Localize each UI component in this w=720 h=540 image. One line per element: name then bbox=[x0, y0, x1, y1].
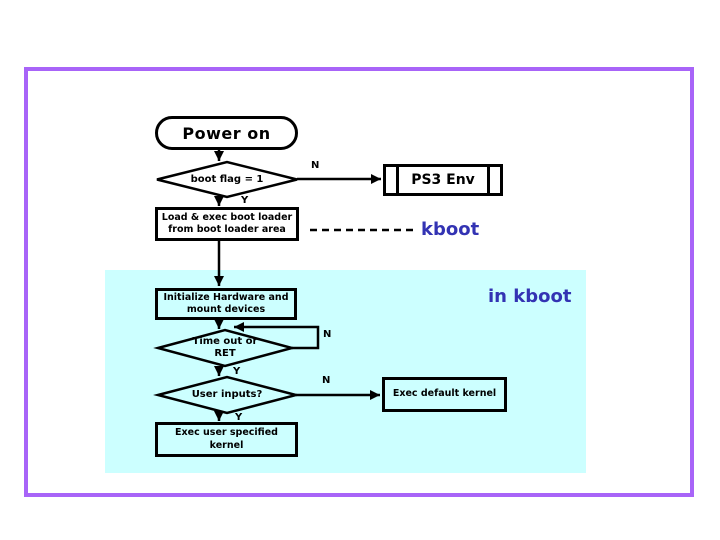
predef-left-bar bbox=[396, 167, 399, 193]
user-inputs-label: User inputs? bbox=[191, 389, 263, 400]
node-load-boot-loader: Load & exec boot loader from boot loader… bbox=[155, 207, 299, 241]
kboot-annotation: kboot bbox=[421, 219, 480, 240]
node-ps3-env: PS3 Env bbox=[383, 164, 503, 196]
branch-yes-bootflag: Y bbox=[241, 195, 249, 206]
branch-no-bootflag: N bbox=[311, 160, 320, 171]
power-on-label: Power on bbox=[182, 123, 271, 143]
branch-yes-timeout: Y bbox=[233, 366, 241, 377]
exec-default-label: Exec default kernel bbox=[392, 388, 497, 400]
boot-flag-label: boot flag = 1 bbox=[190, 173, 264, 185]
node-power-on: Power on bbox=[155, 116, 298, 150]
init-hw-line1: Initialize Hardware and bbox=[163, 291, 289, 303]
in-kboot-annotation: in kboot bbox=[488, 286, 572, 307]
node-init-hardware: Initialize Hardware and mount devices bbox=[155, 288, 297, 320]
predef-right-bar bbox=[487, 167, 490, 193]
timeout-label: Time out or RET bbox=[158, 330, 292, 366]
ps3-env-label: PS3 Env bbox=[411, 172, 475, 188]
branch-yes-userinputs: Y bbox=[235, 412, 243, 423]
in-kboot-region bbox=[105, 270, 586, 473]
branch-no-userinputs: N bbox=[322, 375, 331, 386]
node-exec-user-kernel: Exec user specified kernel bbox=[155, 422, 298, 457]
timeout-line1: Time out or bbox=[192, 336, 258, 347]
outer-frame bbox=[24, 67, 694, 497]
load-boot-line2: from boot loader area bbox=[168, 224, 286, 235]
load-boot-line1: Load & exec boot loader bbox=[161, 211, 293, 223]
node-exec-default-kernel: Exec default kernel bbox=[382, 377, 507, 412]
exec-user-label: Exec user specified kernel bbox=[175, 427, 278, 451]
timeout-line2: RET bbox=[214, 348, 236, 359]
branch-no-timeout: N bbox=[323, 329, 332, 340]
init-hw-line2: mount devices bbox=[186, 304, 266, 315]
